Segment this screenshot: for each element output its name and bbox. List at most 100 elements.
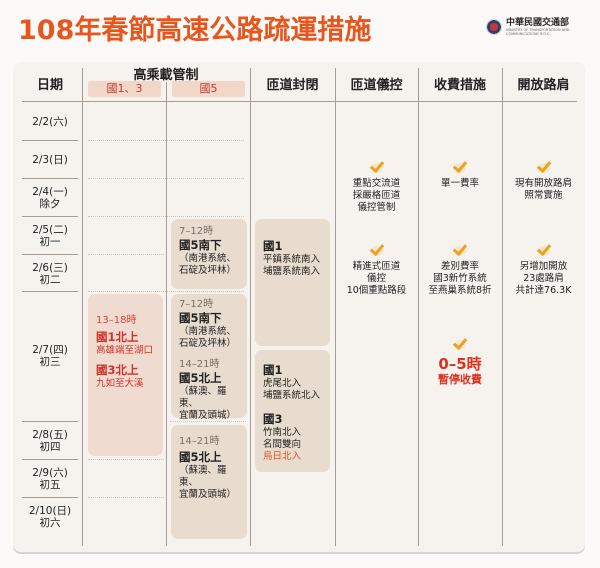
hov-detail: 石碇及坪林）	[179, 265, 237, 276]
ramp-metering-item: 重點交流道 採嚴格匝道 儀控管制	[335, 160, 418, 214]
shoulder-line: 另增加開放	[519, 261, 568, 272]
toll-item: 0–5時 暫停收費	[418, 337, 502, 387]
closure-detail-highlight: 烏日北入	[263, 451, 302, 462]
logo-name-cn: 中華民國交通部	[506, 18, 570, 28]
hov-road: 國5北上	[179, 371, 222, 385]
ramp-metering-item: 精進式匝道 儀控 10個重點路段	[335, 243, 418, 297]
lunar-label: 初六	[39, 516, 61, 529]
date-row: 2/2(六)	[22, 104, 78, 140]
check-icon	[452, 243, 468, 257]
row-divider	[22, 421, 78, 422]
hov-time: 14–21時	[179, 359, 220, 370]
hov-detail: （蘇澳、羅東、	[179, 465, 227, 488]
header-ramp-metering: 匝道儀控	[350, 78, 403, 93]
hov-time: 14–21時	[179, 436, 220, 447]
hov-detail: 高雄端至湖口	[96, 345, 154, 356]
row-divider	[22, 216, 78, 217]
metering-line: 採嚴格匝道	[352, 190, 401, 201]
hov-time: 7–12時	[179, 299, 214, 310]
date-label: 2/2(六)	[32, 116, 68, 128]
metering-line: 精進式匝道	[352, 261, 401, 272]
row-guide	[88, 178, 244, 179]
hov-detail: （南港系統、	[179, 253, 237, 264]
date-row: 2/5(二) 初一	[22, 217, 78, 254]
hov-n5-block: 14–21時 國5北上 （蘇澳、羅東、 宜蘭及頭城）	[171, 425, 247, 539]
lunar-label: 初三	[39, 356, 61, 368]
shoulder-item: 另增加開放 23處路肩 共計達76.3K	[502, 243, 585, 297]
date-label: 2/5(二)	[32, 223, 68, 236]
date-row: 2/10(日) 初六	[22, 498, 78, 535]
toll-line: 單一費率	[440, 178, 479, 189]
row-divider	[22, 178, 78, 179]
page-title: 108年春節高速公路疏運措施	[18, 15, 372, 46]
row-divider	[22, 140, 78, 141]
hov-detail: （蘇澳、羅東、	[179, 386, 227, 409]
closure-detail: 名間雙向	[263, 439, 302, 450]
toll-line: 至燕巢系統8折	[428, 285, 492, 296]
date-row: 2/3(日)	[22, 141, 78, 178]
date-label: 2/6(三)	[32, 261, 68, 274]
toll-item: 差別費率 國3新竹系統 至燕巢系統8折	[418, 243, 502, 297]
closure-detail: 竹南北入	[263, 427, 302, 438]
logo-name-en-1: MINISTRY OF TRANSPORTATION AND	[506, 28, 570, 32]
shoulder-line: 23處路肩	[523, 273, 564, 284]
hov-detail: 石碇及坪林）	[179, 338, 237, 349]
header-hov: 高乘載管制	[133, 68, 199, 83]
column-divider	[166, 82, 167, 546]
header-hov-n5: 國5	[172, 81, 245, 97]
shoulder-line: 現有開放路肩	[514, 178, 572, 189]
closure-detail: 埔鹽系統北入	[263, 390, 321, 401]
date-row: 2/9(六) 初五	[22, 460, 78, 497]
row-divider	[22, 459, 78, 460]
check-icon	[452, 160, 468, 174]
toll-free-hours: 0–5時	[438, 355, 482, 373]
header-divider	[22, 101, 577, 102]
date-label: 2/3(日)	[32, 153, 68, 166]
column-divider	[250, 68, 251, 546]
closure-road: 國1	[263, 239, 283, 253]
check-icon	[452, 337, 468, 351]
date-row: 2/4(一) 除夕	[22, 179, 78, 216]
metering-line: 儀控	[366, 273, 386, 284]
closure-detail: 埔鹽系統南入	[263, 266, 321, 277]
hov-n5-block: 7–12時 國5南下 （南港系統、 石碇及坪林） 14–21時 國5北上 （蘇澳…	[171, 294, 247, 421]
hov-n1-3-block: 13–18時 國1北上 高雄端至湖口 國3北上 九如至大溪	[88, 294, 163, 456]
date-label: 2/10(日)	[28, 504, 72, 517]
check-icon	[369, 160, 385, 174]
hov-road: 國5南下	[179, 311, 222, 325]
metering-line: 儀控管制	[357, 202, 396, 213]
ministry-seal-icon	[486, 19, 502, 35]
hov-road: 國1北上	[96, 330, 139, 344]
shoulder-line: 照常實施	[524, 190, 563, 201]
lunar-label: 初一	[39, 235, 61, 248]
closure-detail: 虎尾北入	[263, 378, 302, 389]
row-divider	[22, 254, 78, 255]
header-date: 日期	[36, 78, 63, 93]
column-divider	[82, 68, 83, 546]
hov-detail: 九如至大溪	[96, 378, 144, 389]
row-divider	[22, 291, 78, 292]
date-label: 2/7(四)	[32, 344, 68, 356]
date-row: 2/7(四) 初三	[22, 292, 78, 420]
hov-detail: （南港系統、	[179, 326, 237, 337]
row-guide	[88, 216, 244, 217]
hov-detail: 宜蘭及頭城）	[179, 410, 237, 421]
metering-line: 10個重點路段	[346, 285, 407, 296]
closure-road: 國1	[263, 363, 283, 377]
row-guide	[88, 254, 164, 255]
date-label: 2/8(五)	[32, 428, 68, 441]
column-divider	[502, 68, 503, 546]
ramp-closure-block: 國1 平鎮系統南入 埔鹽系統南入	[255, 219, 330, 346]
hov-road: 國5北上	[179, 450, 222, 464]
hov-road: 國5南下	[179, 238, 222, 252]
column-divider	[335, 68, 336, 546]
hov-time: 13–18時	[96, 315, 137, 326]
check-icon	[536, 160, 552, 174]
shoulder-line: 共計達76.3K	[515, 285, 572, 296]
header-shoulder: 開放路肩	[517, 78, 570, 93]
toll-line: 差別費率	[440, 261, 479, 272]
toll-line: 國3新竹系統	[433, 273, 487, 284]
row-guide	[88, 140, 244, 141]
row-divider	[22, 497, 78, 498]
row-guide	[170, 421, 246, 422]
